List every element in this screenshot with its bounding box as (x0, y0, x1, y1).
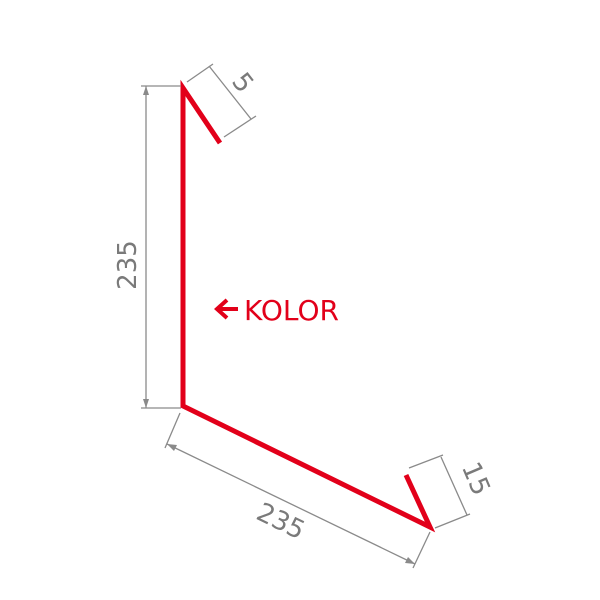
dimension-top-hem: 5 (186, 63, 259, 138)
sheet-profile (180, 79, 436, 533)
dimension-vertical-leg-value: 235 (113, 240, 143, 290)
dimension-horizontal-leg: 235 (164, 412, 431, 569)
dimension-horizontal-leg-value: 235 (252, 497, 310, 546)
dimension-bottom-hem: 15 (408, 454, 496, 529)
color-side-label: KOLOR (214, 294, 339, 327)
color-side-text: KOLOR (244, 294, 339, 327)
dimension-bottom-hem-value: 15 (455, 458, 496, 500)
left-arrow-icon (214, 298, 238, 320)
profile-main-line (180, 79, 436, 533)
dimension-vertical-leg: 235 (113, 85, 181, 409)
